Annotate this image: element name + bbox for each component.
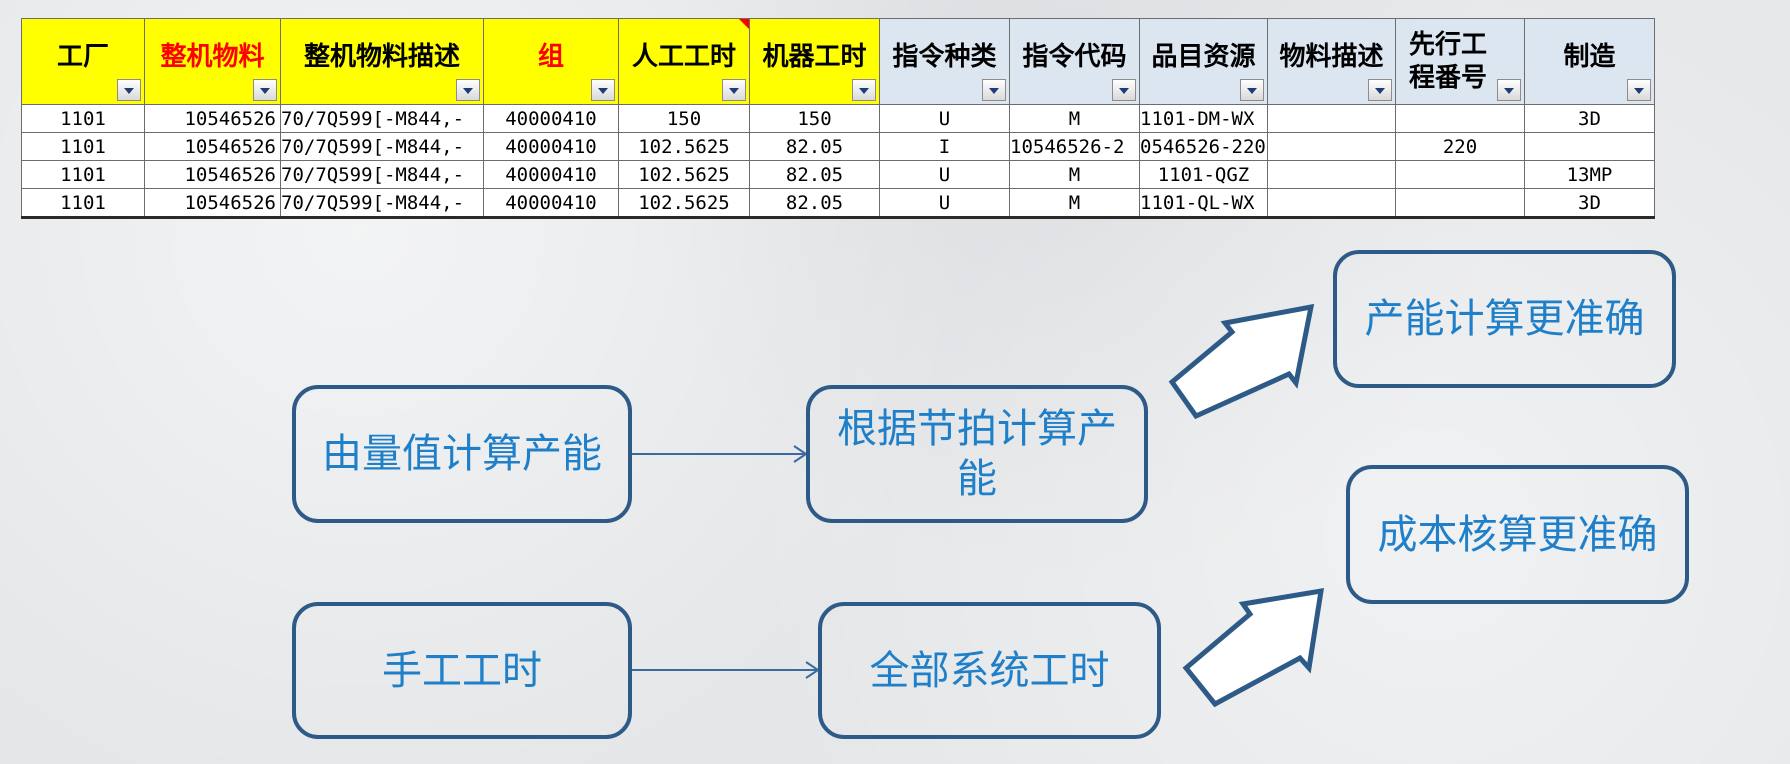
table-cell[interactable]: 3D bbox=[1524, 104, 1655, 133]
table-cell[interactable]: 82.05 bbox=[749, 188, 880, 219]
header-plant: 工厂 bbox=[21, 18, 145, 105]
box-cost-accurate[interactable]: 成本核算更准确 bbox=[1346, 465, 1689, 604]
filter-dropdown-icon[interactable] bbox=[591, 79, 615, 101]
filter-dropdown-icon[interactable] bbox=[456, 79, 480, 101]
table-cell[interactable]: 102.5625 bbox=[618, 188, 750, 219]
table-cell[interactable]: U bbox=[879, 104, 1010, 133]
box-value-capacity[interactable]: 由量值计算产能 bbox=[292, 385, 632, 523]
spreadsheet-table: 工厂 整机物料 整机物料描述 组 人工工时 机器工时 指令种类 指令代码 品目资… bbox=[21, 18, 1655, 219]
header-group: 组 bbox=[483, 18, 619, 105]
connector-manual-to-system bbox=[632, 661, 820, 679]
table-cell[interactable] bbox=[1267, 188, 1396, 219]
table-cell[interactable]: 40000410 bbox=[483, 132, 619, 161]
table-row: 1101 10546526 70/7Q599[-M844,- 40000410 … bbox=[21, 104, 1655, 133]
table-cell[interactable] bbox=[1267, 104, 1396, 133]
header-material-desc: 物料描述 bbox=[1267, 18, 1396, 105]
table-cell[interactable]: U bbox=[879, 188, 1010, 219]
box-system-hours[interactable]: 全部系统工时 bbox=[818, 602, 1161, 739]
table-cell[interactable]: 102.5625 bbox=[618, 160, 750, 189]
table-cell[interactable] bbox=[1524, 132, 1655, 161]
table-cell[interactable] bbox=[1395, 160, 1525, 189]
table-cell[interactable] bbox=[1395, 188, 1525, 219]
box-manual-hours[interactable]: 手工工时 bbox=[292, 602, 632, 739]
filter-dropdown-icon[interactable] bbox=[1627, 79, 1651, 101]
table-cell[interactable]: M bbox=[1009, 104, 1140, 133]
box-takt-capacity[interactable]: 根据节拍计算产能 bbox=[806, 385, 1148, 523]
table-cell[interactable]: U bbox=[879, 160, 1010, 189]
table-cell[interactable]: 40000410 bbox=[483, 104, 619, 133]
comment-flag-icon bbox=[739, 19, 749, 29]
table-cell[interactable]: 10546526-2 bbox=[1009, 132, 1140, 161]
table-cell[interactable]: 10546526 bbox=[144, 104, 281, 133]
filter-dropdown-icon[interactable] bbox=[253, 79, 277, 101]
connector-value-to-takt bbox=[632, 445, 808, 463]
table-cell[interactable]: 150 bbox=[749, 104, 880, 133]
table-cell[interactable]: 13MP bbox=[1524, 160, 1655, 189]
table-cell[interactable]: 3D bbox=[1524, 188, 1655, 219]
filter-dropdown-icon[interactable] bbox=[117, 79, 141, 101]
header-machine-material: 整机物料 bbox=[144, 18, 281, 105]
filter-dropdown-icon[interactable] bbox=[1368, 79, 1392, 101]
table-cell[interactable]: 1101 bbox=[21, 188, 145, 219]
block-arrow-upper-icon bbox=[1168, 303, 1315, 420]
table-cell[interactable] bbox=[1395, 104, 1525, 133]
header-instruction-code: 指令代码 bbox=[1009, 18, 1140, 105]
table-cell[interactable]: 1101-QL-WX bbox=[1139, 188, 1268, 219]
box-capacity-accurate[interactable]: 产能计算更准确 bbox=[1333, 250, 1676, 388]
table-cell[interactable]: 70/7Q599[-M844,- bbox=[280, 104, 484, 133]
table-cell[interactable]: 1101-DM-WX bbox=[1139, 104, 1268, 133]
table-cell[interactable]: 70/7Q599[-M844,- bbox=[280, 188, 484, 219]
table-cell[interactable]: M bbox=[1009, 188, 1140, 219]
table-cell[interactable]: 10546526 bbox=[144, 188, 281, 219]
table-cell[interactable]: 70/7Q599[-M844,- bbox=[280, 160, 484, 189]
filter-dropdown-icon[interactable] bbox=[1112, 79, 1136, 101]
filter-dropdown-icon[interactable] bbox=[1497, 79, 1521, 101]
header-instruction-type: 指令种类 bbox=[879, 18, 1010, 105]
table-cell[interactable]: M bbox=[1009, 160, 1140, 189]
header-machine-material-desc: 整机物料描述 bbox=[280, 18, 484, 105]
table-cell[interactable]: 1101 bbox=[21, 132, 145, 161]
block-arrow-lower-icon bbox=[1182, 587, 1325, 708]
header-item-resource: 品目资源 bbox=[1139, 18, 1268, 105]
header-labor-hours: 人工工时 bbox=[618, 18, 750, 105]
header-machine-hours: 机器工时 bbox=[749, 18, 880, 105]
table-row: 1101 10546526 70/7Q599[-M844,- 40000410 … bbox=[21, 188, 1655, 219]
table-header-row: 工厂 整机物料 整机物料描述 组 人工工时 机器工时 指令种类 指令代码 品目资… bbox=[21, 18, 1655, 105]
table-cell[interactable]: 220 bbox=[1395, 132, 1525, 161]
filter-dropdown-icon[interactable] bbox=[852, 79, 876, 101]
table-cell[interactable]: 40000410 bbox=[483, 188, 619, 219]
table-cell[interactable]: 70/7Q599[-M844,- bbox=[280, 132, 484, 161]
filter-dropdown-icon[interactable] bbox=[982, 79, 1006, 101]
table-row: 1101 10546526 70/7Q599[-M844,- 40000410 … bbox=[21, 132, 1655, 161]
filter-dropdown-icon[interactable] bbox=[1240, 79, 1264, 101]
header-advance-engineering-no: 先行工程番号 bbox=[1395, 18, 1525, 105]
header-manufacturing: 制造 bbox=[1524, 18, 1655, 105]
table-cell[interactable]: 82.05 bbox=[749, 160, 880, 189]
filter-dropdown-icon[interactable] bbox=[722, 79, 746, 101]
table-cell[interactable]: 0546526-220 bbox=[1139, 132, 1268, 161]
